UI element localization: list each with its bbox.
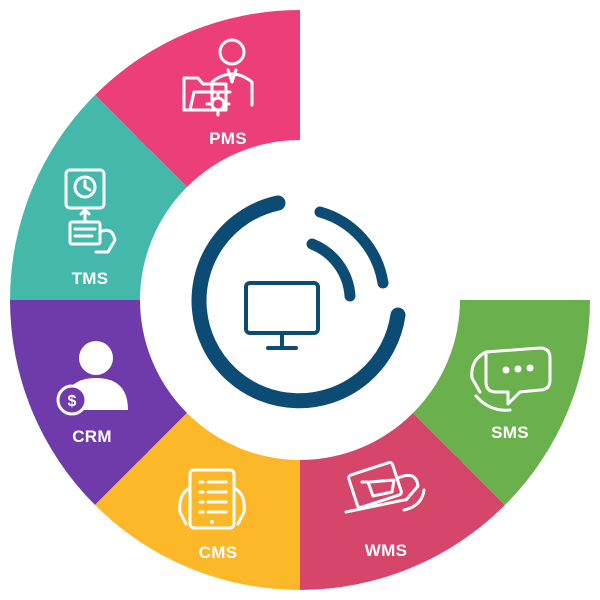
segment-wms-label: WMS: [365, 541, 407, 560]
segment-sms: SMS: [413, 300, 590, 505]
segment-sms-shape: [413, 300, 590, 505]
laptop-cart-icon: [344, 461, 426, 514]
tablet-list-hands-icon: [178, 468, 246, 530]
person-dollar-icon: $: [56, 341, 128, 416]
segment-pms: PMS: [95, 10, 300, 187]
segment-tms-shape: [10, 95, 187, 300]
segment-wms: WMS: [300, 413, 505, 590]
segment-pms-label: PMS: [209, 129, 247, 148]
clock-hand-document-icon: [64, 168, 117, 254]
chat-bubble-hands-icon: [470, 346, 552, 412]
svg-text:$: $: [68, 393, 77, 410]
folder-gear-person-icon: [182, 38, 254, 117]
segment-tms-label: TMS: [72, 269, 109, 288]
segment-cms: CMS: [95, 413, 323, 590]
segment-cms-label: CMS: [199, 543, 238, 562]
segment-tms: TMS: [10, 95, 187, 321]
segment-cms-shape: [95, 413, 300, 590]
segment-crm-label: CRM: [72, 427, 112, 446]
monitor-wireless-icon: [191, 195, 406, 409]
segment-sms-label: SMS: [491, 423, 529, 442]
